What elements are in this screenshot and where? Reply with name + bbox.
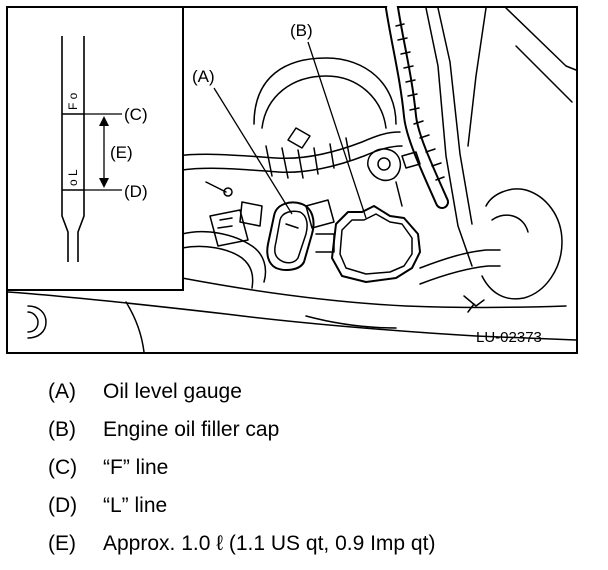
callout-d: (D) — [124, 182, 148, 201]
leader-a — [213, 87, 293, 215]
legend-text: Approx. 1.0 ℓ (1.1 US qt, 0.9 Imp qt) — [103, 532, 436, 555]
legend-key: (E) — [48, 532, 76, 555]
callout-b: (B) — [290, 21, 313, 40]
l-mark: o L — [66, 169, 80, 186]
legend-item: (B) Engine oil filler cap — [48, 418, 588, 456]
engine-bay-drawing — [7, 6, 577, 353]
dipstick-inset: F o o L (C) (E) (D) — [6, 6, 184, 291]
legend-key: (C) — [48, 456, 78, 479]
callout-e: (E) — [110, 143, 133, 162]
legend: (A) Oil level gauge (B) Engine oil fille… — [48, 380, 588, 570]
engine-diagram: F o o L (C) (E) (D) (A) (B) LU-02373 — [6, 6, 578, 354]
leader-b — [307, 41, 367, 219]
legend-key: (A) — [48, 380, 76, 403]
legend-item: (E) Approx. 1.0 ℓ (1.1 US qt, 0.9 Imp qt… — [48, 532, 588, 570]
legend-text: Engine oil filler cap — [103, 418, 280, 441]
legend-text: “L” line — [103, 494, 168, 517]
legend-text: Oil level gauge — [103, 380, 242, 403]
legend-text: “F” line — [103, 456, 169, 479]
callout-c: (C) — [124, 105, 148, 124]
legend-item: (A) Oil level gauge — [48, 380, 588, 418]
callout-a: (A) — [192, 67, 215, 86]
legend-item: (C) “F” line — [48, 456, 588, 494]
legend-item: (D) “L” line — [48, 494, 588, 532]
legend-key: (B) — [48, 418, 76, 441]
inset-box — [6, 6, 184, 291]
dipstick-outline — [61, 36, 85, 262]
figure-code: LU-02373 — [476, 329, 542, 346]
legend-key: (D) — [48, 494, 78, 517]
f-mark: F o — [66, 92, 80, 110]
